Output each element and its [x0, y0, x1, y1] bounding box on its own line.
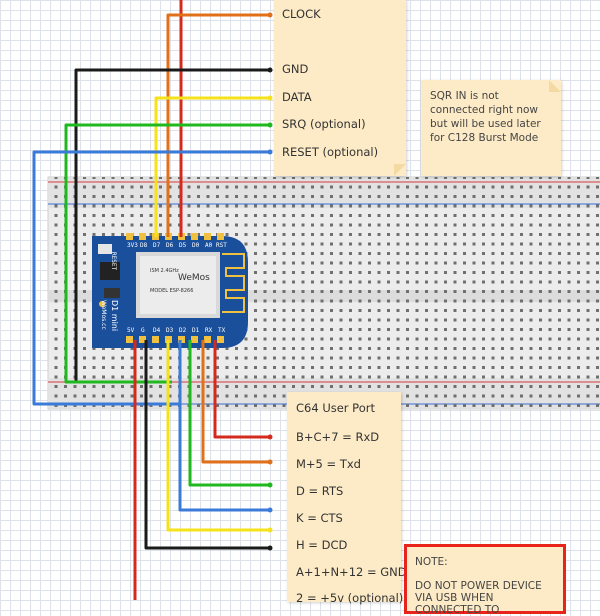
sqr-line: but will be used later [430, 118, 541, 130]
board-name: D1 mini [110, 300, 119, 331]
pin-label-bottom: G [141, 327, 145, 334]
label-data: DATA [282, 90, 312, 104]
pin-label-top: D8 [140, 242, 148, 249]
warning-text: DO NOT POWER DEVICE VIA USB WHEN CONNECT… [415, 580, 542, 616]
sqr-note [421, 80, 561, 176]
pin-label-bottom: RX [205, 327, 213, 334]
pin-label-bottom: D3 [166, 327, 174, 334]
sqr-line: for C128 Burst Mode [430, 132, 539, 144]
sqr-line: connected right now [430, 104, 538, 116]
pin-label-bottom: D1 [192, 327, 200, 334]
label-reset: RESET (optional) [282, 145, 379, 159]
label-rxd: B+C+7 = RxD [296, 430, 380, 444]
label-cts: K = CTS [296, 511, 343, 525]
user-port-title: C64 User Port [296, 401, 375, 415]
sqr-note-text: SQR IN is not connected right now but wi… [430, 89, 541, 145]
note-fold-icon [394, 164, 406, 176]
label-srq: SRQ (optional) [282, 117, 366, 131]
pin-label-top: D5 [179, 242, 187, 249]
label-txd: M+5 = Txd [296, 457, 361, 471]
note-fold-icon [549, 80, 561, 92]
label-dcd: H = DCD [296, 538, 348, 552]
module-model: MODEL ESP-8266 [150, 288, 193, 294]
wemos-logo: WeMos [178, 273, 210, 283]
pin-label-top: D0 [192, 242, 200, 249]
label-5v: 2 = +5v (optional) [296, 591, 404, 605]
pin-label-bottom: D2 [179, 327, 187, 334]
module-freq: ISM 2.4GHz [150, 268, 179, 274]
user-port-note [287, 392, 401, 602]
pin-label-top: 3V3 [127, 242, 138, 249]
pin-label-top: D6 [166, 242, 174, 249]
wire-endpoints [267, 12, 273, 551]
warning-note: NOTE: DO NOT POWER DEVICE VIA USB WHEN C… [404, 544, 566, 616]
top-wires [32, 0, 270, 406]
pin-label-top: D7 [153, 242, 161, 249]
pin-label-top: A0 [205, 242, 213, 249]
pin-label-bottom: D4 [153, 327, 161, 334]
label-gnd-userport: A+1+N+12 = GND [296, 565, 407, 579]
board-pin-labels: 3V3 D8 D7 D6 D5 D0 A0 RST 5V G D4 D3 D2 … [100, 242, 227, 334]
pin-label-top: RST [216, 242, 227, 249]
reset-label: RESET [110, 252, 117, 270]
label-rts: D = RTS [296, 484, 344, 498]
sqr-line: SQR IN is not [430, 90, 499, 102]
label-clock: CLOCK [282, 7, 321, 21]
warning-title: NOTE: [415, 556, 448, 568]
bottom-wires [133, 340, 270, 600]
board-vendor: WeMos.cc [100, 300, 107, 330]
signal-note [274, 0, 406, 176]
d1-mini-board [92, 233, 248, 348]
label-gnd: GND [282, 62, 309, 76]
pin-label-bottom: 5V [127, 327, 135, 334]
pin-label-bottom: TX [218, 327, 226, 334]
